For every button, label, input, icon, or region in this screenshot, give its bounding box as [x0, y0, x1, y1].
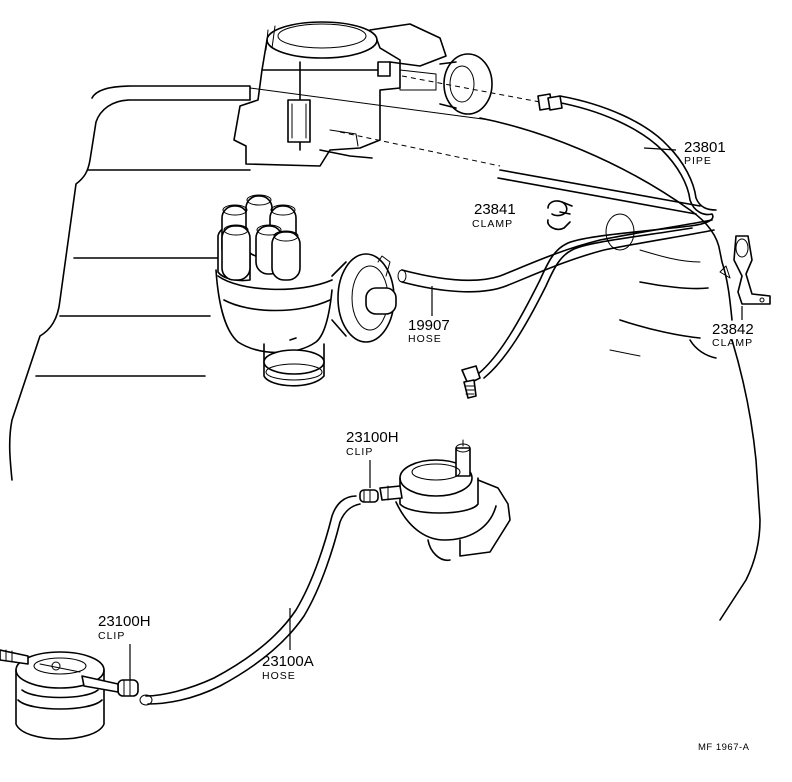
- alignment-line-upper: [401, 75, 541, 103]
- label-23100a: 23100A HOSE: [262, 653, 314, 682]
- carburetor: [233, 21, 493, 167]
- fuel-pump: [379, 439, 511, 562]
- part-number-23100h: 23100H: [346, 429, 399, 446]
- label-23841: 23841 CLAMP: [472, 201, 516, 230]
- part-number-23100h: 23100H: [98, 613, 151, 630]
- fuel-filter: [0, 649, 119, 740]
- engine-block-outline: [8, 85, 761, 621]
- clamp-23842: [733, 235, 771, 305]
- clamp-23841: [546, 200, 573, 231]
- part-number-23841: 23841: [474, 201, 516, 218]
- part-number-23842: 23842: [712, 321, 754, 338]
- part-name-clamp: CLAMP: [472, 218, 513, 230]
- label-23100h-upper: 23100H CLIP: [346, 429, 399, 458]
- clip-23100h-upper: [359, 489, 379, 503]
- label-23801: 23801 PIPE: [684, 139, 726, 167]
- hose-23100a: [139, 495, 361, 706]
- part-number-23100a: 23100A: [262, 653, 314, 670]
- part-name-clip: CLIP: [346, 446, 373, 458]
- alignment-line-lower: [339, 131, 501, 167]
- engine-top-line: [249, 87, 491, 121]
- part-number-19907: 19907: [408, 317, 450, 334]
- label-23100h-lower: 23100H CLIP: [98, 613, 151, 642]
- hose-19907: [397, 213, 715, 293]
- part-number-23801: 23801: [684, 139, 726, 156]
- reference-code: MF 1967-A: [698, 742, 750, 753]
- throttle-rod-lower: [497, 177, 697, 215]
- part-name-hose: HOSE: [262, 670, 296, 682]
- part-name-hose: HOSE: [408, 333, 442, 345]
- part-name-clip: CLIP: [98, 630, 125, 642]
- part-name-clamp: CLAMP: [712, 337, 753, 349]
- throttle-rod: [499, 169, 701, 207]
- distributor: [215, 194, 397, 387]
- label-19907: 19907 HOSE: [408, 317, 450, 345]
- label-23842: 23842 CLAMP: [712, 321, 754, 349]
- pipe-23801: [461, 93, 717, 399]
- part-name-pipe: PIPE: [684, 155, 712, 167]
- clip-23100h-lower: [117, 679, 139, 697]
- leader-23801: [643, 147, 677, 151]
